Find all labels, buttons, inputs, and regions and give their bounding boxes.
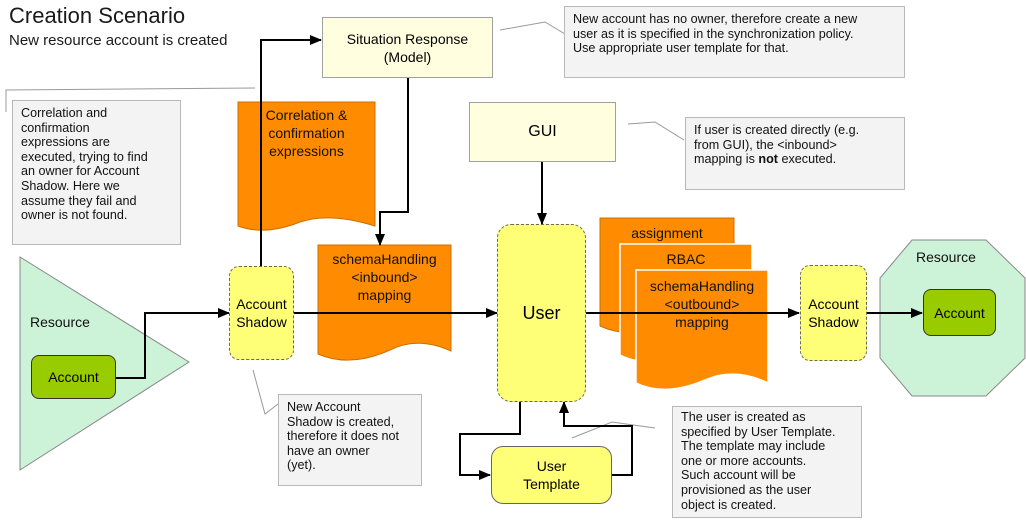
- note-template-line: one or more accounts.: [681, 453, 807, 468]
- user-template-box: User Template: [491, 446, 612, 504]
- left-account-box: Account: [31, 355, 116, 399]
- note-correlation-line: an owner for Account: [21, 164, 140, 179]
- note-shadow-line: therefore it does not: [287, 429, 400, 444]
- outbound-document-text: schemaHandling <outbound> mapping: [636, 277, 768, 331]
- left-account-label: Account: [48, 369, 99, 385]
- correlation-line3: expressions: [269, 143, 344, 159]
- callout-line-template: [571, 421, 656, 439]
- correlation-document-text: Correlation & confirmation expressions: [238, 106, 375, 160]
- note-situation-line: user as it is specified in the synchroni…: [573, 26, 854, 41]
- outbound-document: [635, 269, 769, 391]
- right-resource-label: Resource: [916, 249, 976, 265]
- note-correlation-line: owner is not found.: [21, 208, 128, 223]
- note-template-line: specified by User Template.: [681, 424, 836, 439]
- note-situation: New account has no owner, therefore crea…: [564, 6, 905, 78]
- note-situation-line: New account has no owner, therefore crea…: [573, 12, 858, 26]
- note-template-line: provisioned as the user: [681, 482, 812, 497]
- outbound-line2: <outbound>: [664, 296, 740, 312]
- note-correlation-line: Shadow. Here we: [21, 178, 120, 193]
- right-account-label: Account: [934, 304, 985, 321]
- left-account-shadow: Account Shadow: [229, 266, 294, 360]
- correlation-line1: Correlation &: [265, 107, 348, 123]
- note-shadow: New Account Shadow is created, therefore…: [278, 394, 422, 486]
- note-correlation-line: confirmation: [21, 120, 90, 135]
- note-template-line: The template may include: [681, 439, 826, 454]
- note-correlation-line: Correlation and: [21, 106, 108, 120]
- note-template-line: object is created.: [681, 497, 777, 512]
- rbac-label: RBAC: [666, 251, 706, 267]
- note-gui: If user is created directly (e.g. from G…: [685, 117, 905, 190]
- note-template-line: Such account will be: [681, 468, 796, 483]
- inbound-line2: <inbound>: [351, 269, 418, 285]
- arrow-account-to-shadow: [116, 308, 230, 379]
- inbound-line1: schemaHandling: [332, 251, 437, 267]
- note-shadow-line: (yet).: [287, 458, 316, 473]
- user-template-line2: Template: [523, 476, 580, 492]
- callout-line-shadow: [252, 369, 279, 415]
- left-shadow-line2: Shadow: [236, 314, 287, 330]
- inbound-line3: mapping: [357, 287, 412, 303]
- correlation-line2: confirmation: [268, 125, 345, 141]
- arrow-user-to-template: [459, 402, 521, 480]
- callout-line-situation: [499, 21, 566, 35]
- situation-response-line2: (Model): [383, 48, 432, 65]
- note-shadow-line: have an owner: [287, 443, 370, 458]
- note-correlation-line: executed, trying to find: [21, 149, 148, 164]
- arrow-shadow-to-situation: [260, 35, 322, 266]
- inbound-document-text: schemaHandling <inbound> mapping: [318, 250, 451, 304]
- right-account-shadow: Account Shadow: [800, 265, 867, 361]
- note-situation-line: Use appropriate user template for that.: [573, 41, 789, 56]
- note-shadow-line: Shadow is created,: [287, 414, 395, 429]
- page-subtitle: New resource account is created: [9, 32, 228, 49]
- note-gui-line: mapping is not executed.: [694, 152, 837, 167]
- left-shadow-line1: Account: [236, 296, 287, 312]
- callout-line-gui: [627, 121, 685, 141]
- user-template-line1: User: [536, 458, 567, 474]
- right-shadow-line2: Shadow: [808, 314, 859, 330]
- correlation-document: [237, 101, 376, 231]
- outbound-line1: schemaHandling: [649, 278, 755, 294]
- note-gui-line: If user is created directly (e.g.: [694, 123, 860, 137]
- situation-response-box: Situation Response (Model): [322, 17, 493, 78]
- right-account-box: Account: [923, 289, 996, 336]
- arrow-situation-to-inbound: [375, 78, 409, 246]
- note-template-line: The user is created as: [681, 410, 806, 424]
- right-shadow-line1: Account: [808, 296, 859, 312]
- note-correlation-line: expressions are: [21, 135, 110, 150]
- note-shadow-line: New Account: [287, 400, 361, 414]
- user-label: User: [522, 302, 561, 323]
- situation-response-line1: Situation Response: [346, 30, 469, 47]
- note-template: The user is created as specified by User…: [672, 406, 862, 518]
- gui-label: GUI: [528, 123, 557, 140]
- assignment-label: assignment: [631, 225, 703, 241]
- note-correlation: Correlation and confirmation expressions…: [12, 100, 181, 245]
- arrow-template-to-user: [559, 401, 633, 476]
- outbound-line3: mapping: [675, 314, 729, 330]
- note-gui-line: from GUI), the <inbound>: [694, 137, 837, 152]
- inbound-document: [317, 244, 452, 361]
- page-title: Creation Scenario: [9, 3, 186, 28]
- callout-line-correlation: [5, 87, 256, 112]
- note-correlation-line: assume they fail and: [21, 193, 137, 208]
- user-box: User: [497, 224, 586, 402]
- gui-box: GUI: [469, 102, 616, 162]
- left-resource-label: Resource: [30, 314, 90, 330]
